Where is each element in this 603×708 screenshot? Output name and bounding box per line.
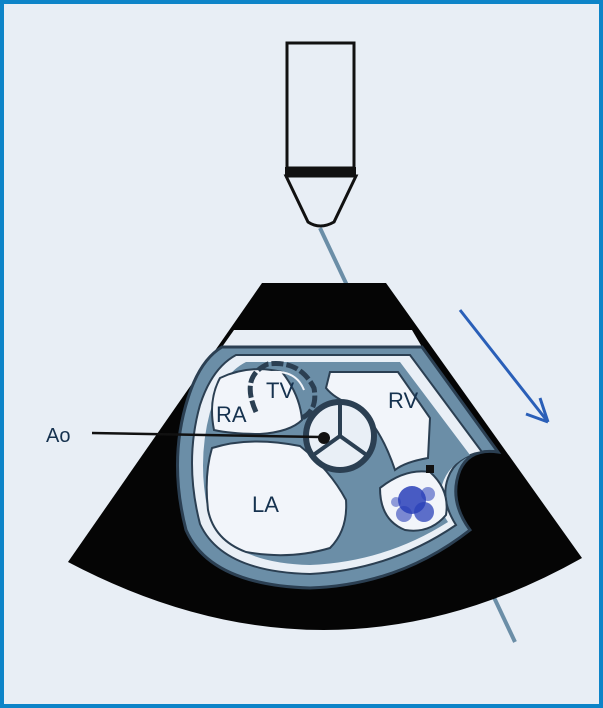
flow-direction-arrow	[460, 310, 548, 422]
label-tv: TV	[266, 378, 294, 403]
near-field-band	[222, 330, 422, 347]
label-ra: RA	[216, 402, 247, 427]
label-la: LA	[252, 492, 279, 517]
label-rv: RV	[388, 388, 418, 413]
label-ao: Ao	[46, 425, 70, 447]
sample-marker	[426, 465, 434, 473]
transducer-probe	[285, 43, 356, 226]
